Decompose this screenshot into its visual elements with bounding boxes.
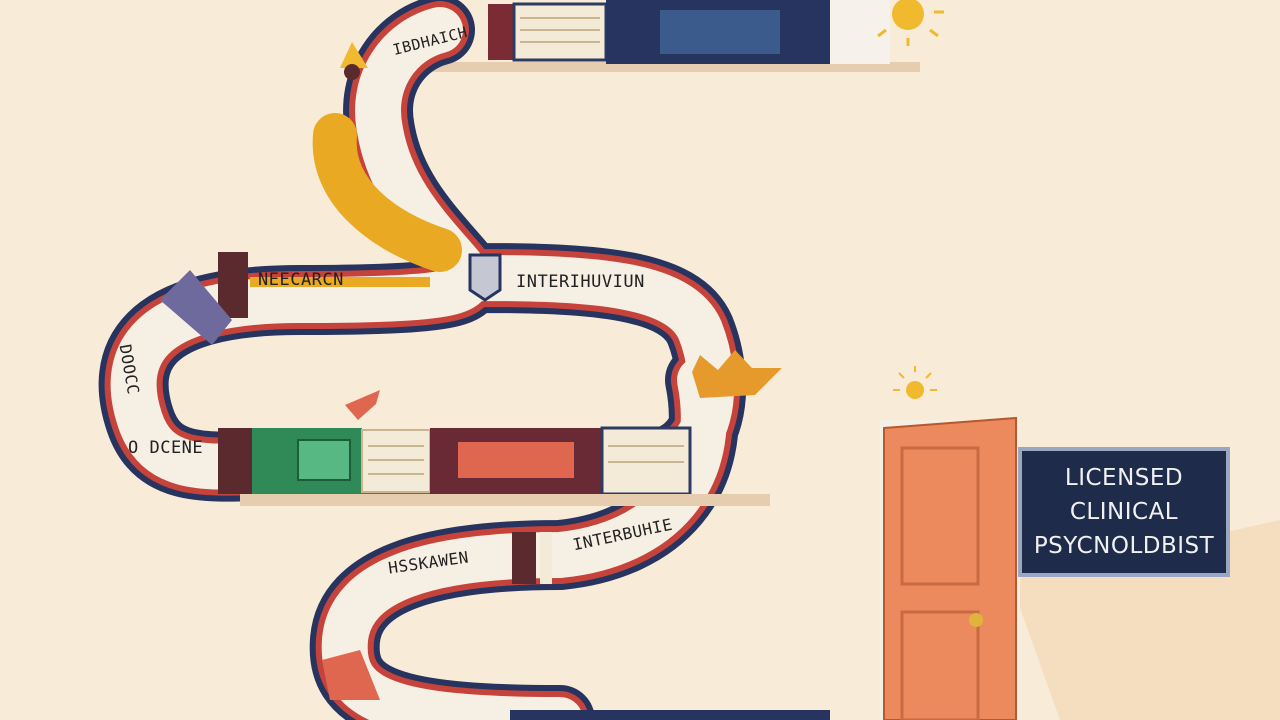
crown-marker-icon: [692, 350, 782, 398]
sign-line-3: PSYCNOLDBIST: [1033, 533, 1215, 559]
path-label-degree: O DCENE: [128, 438, 204, 458]
bottom-path-marker: [322, 650, 380, 700]
shield-marker-icon: [468, 253, 502, 302]
bottom-bookshelf: [510, 710, 830, 720]
research-book-spine: [218, 252, 248, 318]
flame-marker-icon: [340, 42, 368, 68]
licensed-clinical-psychologist-sign: LICENSED CLINICAL PSYCNOLDBIST: [1018, 447, 1230, 577]
path-label-internship: INTERIHUVIUN: [516, 272, 645, 292]
path-ribbon: [160, 270, 232, 345]
sun-icon-door: [893, 366, 937, 399]
lower-book-spine: [512, 532, 536, 584]
sign-line-1: LICENSED: [1064, 465, 1184, 491]
top-bookshelf: [380, 0, 920, 72]
sun-icon-top: [877, 0, 944, 46]
gold-path-segment: [312, 113, 462, 272]
path-label-research: NEECARCN: [258, 270, 344, 290]
lower-book-pages: [540, 532, 552, 584]
sign-line-2: CLINICAL: [1069, 499, 1179, 525]
door-knob: [969, 613, 983, 627]
flame-base: [344, 64, 360, 80]
middle-bookshelf: [218, 426, 770, 506]
open-door: [880, 416, 1020, 720]
arrow-marker-icon: [345, 390, 380, 420]
